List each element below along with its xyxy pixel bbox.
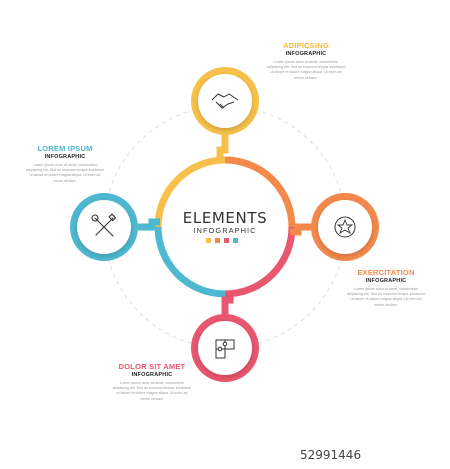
swatch-orange — [215, 238, 220, 243]
swatch-yellow — [206, 238, 211, 243]
center-ring-arc-top-left — [154, 156, 226, 228]
label-right-title: EXERCITATION — [357, 268, 415, 277]
star-icon — [334, 216, 356, 238]
label-right-subtitle: INFOGRAPHIC — [365, 278, 407, 284]
label-bottom-title: DOLOR SIT AMET — [118, 362, 186, 371]
label-bottom-description: Lorem ipsum dolor sit amet, consectetur … — [113, 381, 191, 401]
connector-left — [138, 218, 160, 231]
node-left — [70, 193, 138, 261]
label-left-title: LOREM IPSUM — [37, 144, 93, 153]
watermark-id: 52991446 — [300, 448, 362, 462]
center-ring-arc-bottom-left — [154, 226, 226, 298]
label-top-title: ADIPICSING — [283, 41, 329, 50]
center-subtitle: INFOGRAPHIC — [193, 226, 257, 235]
center-title: ELEMENTS — [182, 209, 268, 227]
node-right — [311, 193, 379, 261]
label-left-subtitle: INFOGRAPHIC — [44, 154, 86, 160]
handshake-icon — [211, 93, 239, 109]
label-bottom: DOLOR SIT AMET INFOGRAPHIC Lorem ipsum d… — [112, 362, 192, 402]
connector-bottom — [221, 292, 234, 316]
label-top-subtitle: INFOGRAPHIC — [285, 51, 327, 57]
label-top-description: Lorem ipsum dolor sit amet, consectetur … — [267, 60, 345, 80]
tools-icon — [91, 213, 117, 237]
center-ring-arc-top-right — [224, 156, 296, 228]
label-top: ADIPICSING INFOGRAPHIC Lorem ipsum dolor… — [266, 41, 346, 81]
node-top — [191, 67, 259, 135]
swatch-blue — [233, 238, 238, 243]
connector-top — [216, 131, 229, 162]
label-left: LOREM IPSUM INFOGRAPHIC Lorem ipsum dolo… — [25, 144, 105, 184]
label-left-description: Lorem ipsum dolor sit amet, consectetur … — [26, 163, 104, 183]
connector-right — [290, 223, 312, 236]
label-right: EXERCITATION INFOGRAPHIC Lorem ipsum dol… — [346, 268, 426, 308]
node-bottom — [191, 314, 259, 382]
swatch-red — [224, 238, 229, 243]
puzzle-icon — [215, 339, 235, 359]
label-right-description: Lorem ipsum dolor sit amet, consectetur … — [347, 287, 425, 307]
label-bottom-subtitle: INFOGRAPHIC — [131, 372, 173, 378]
center-ring-arc-bottom-right — [224, 226, 296, 298]
